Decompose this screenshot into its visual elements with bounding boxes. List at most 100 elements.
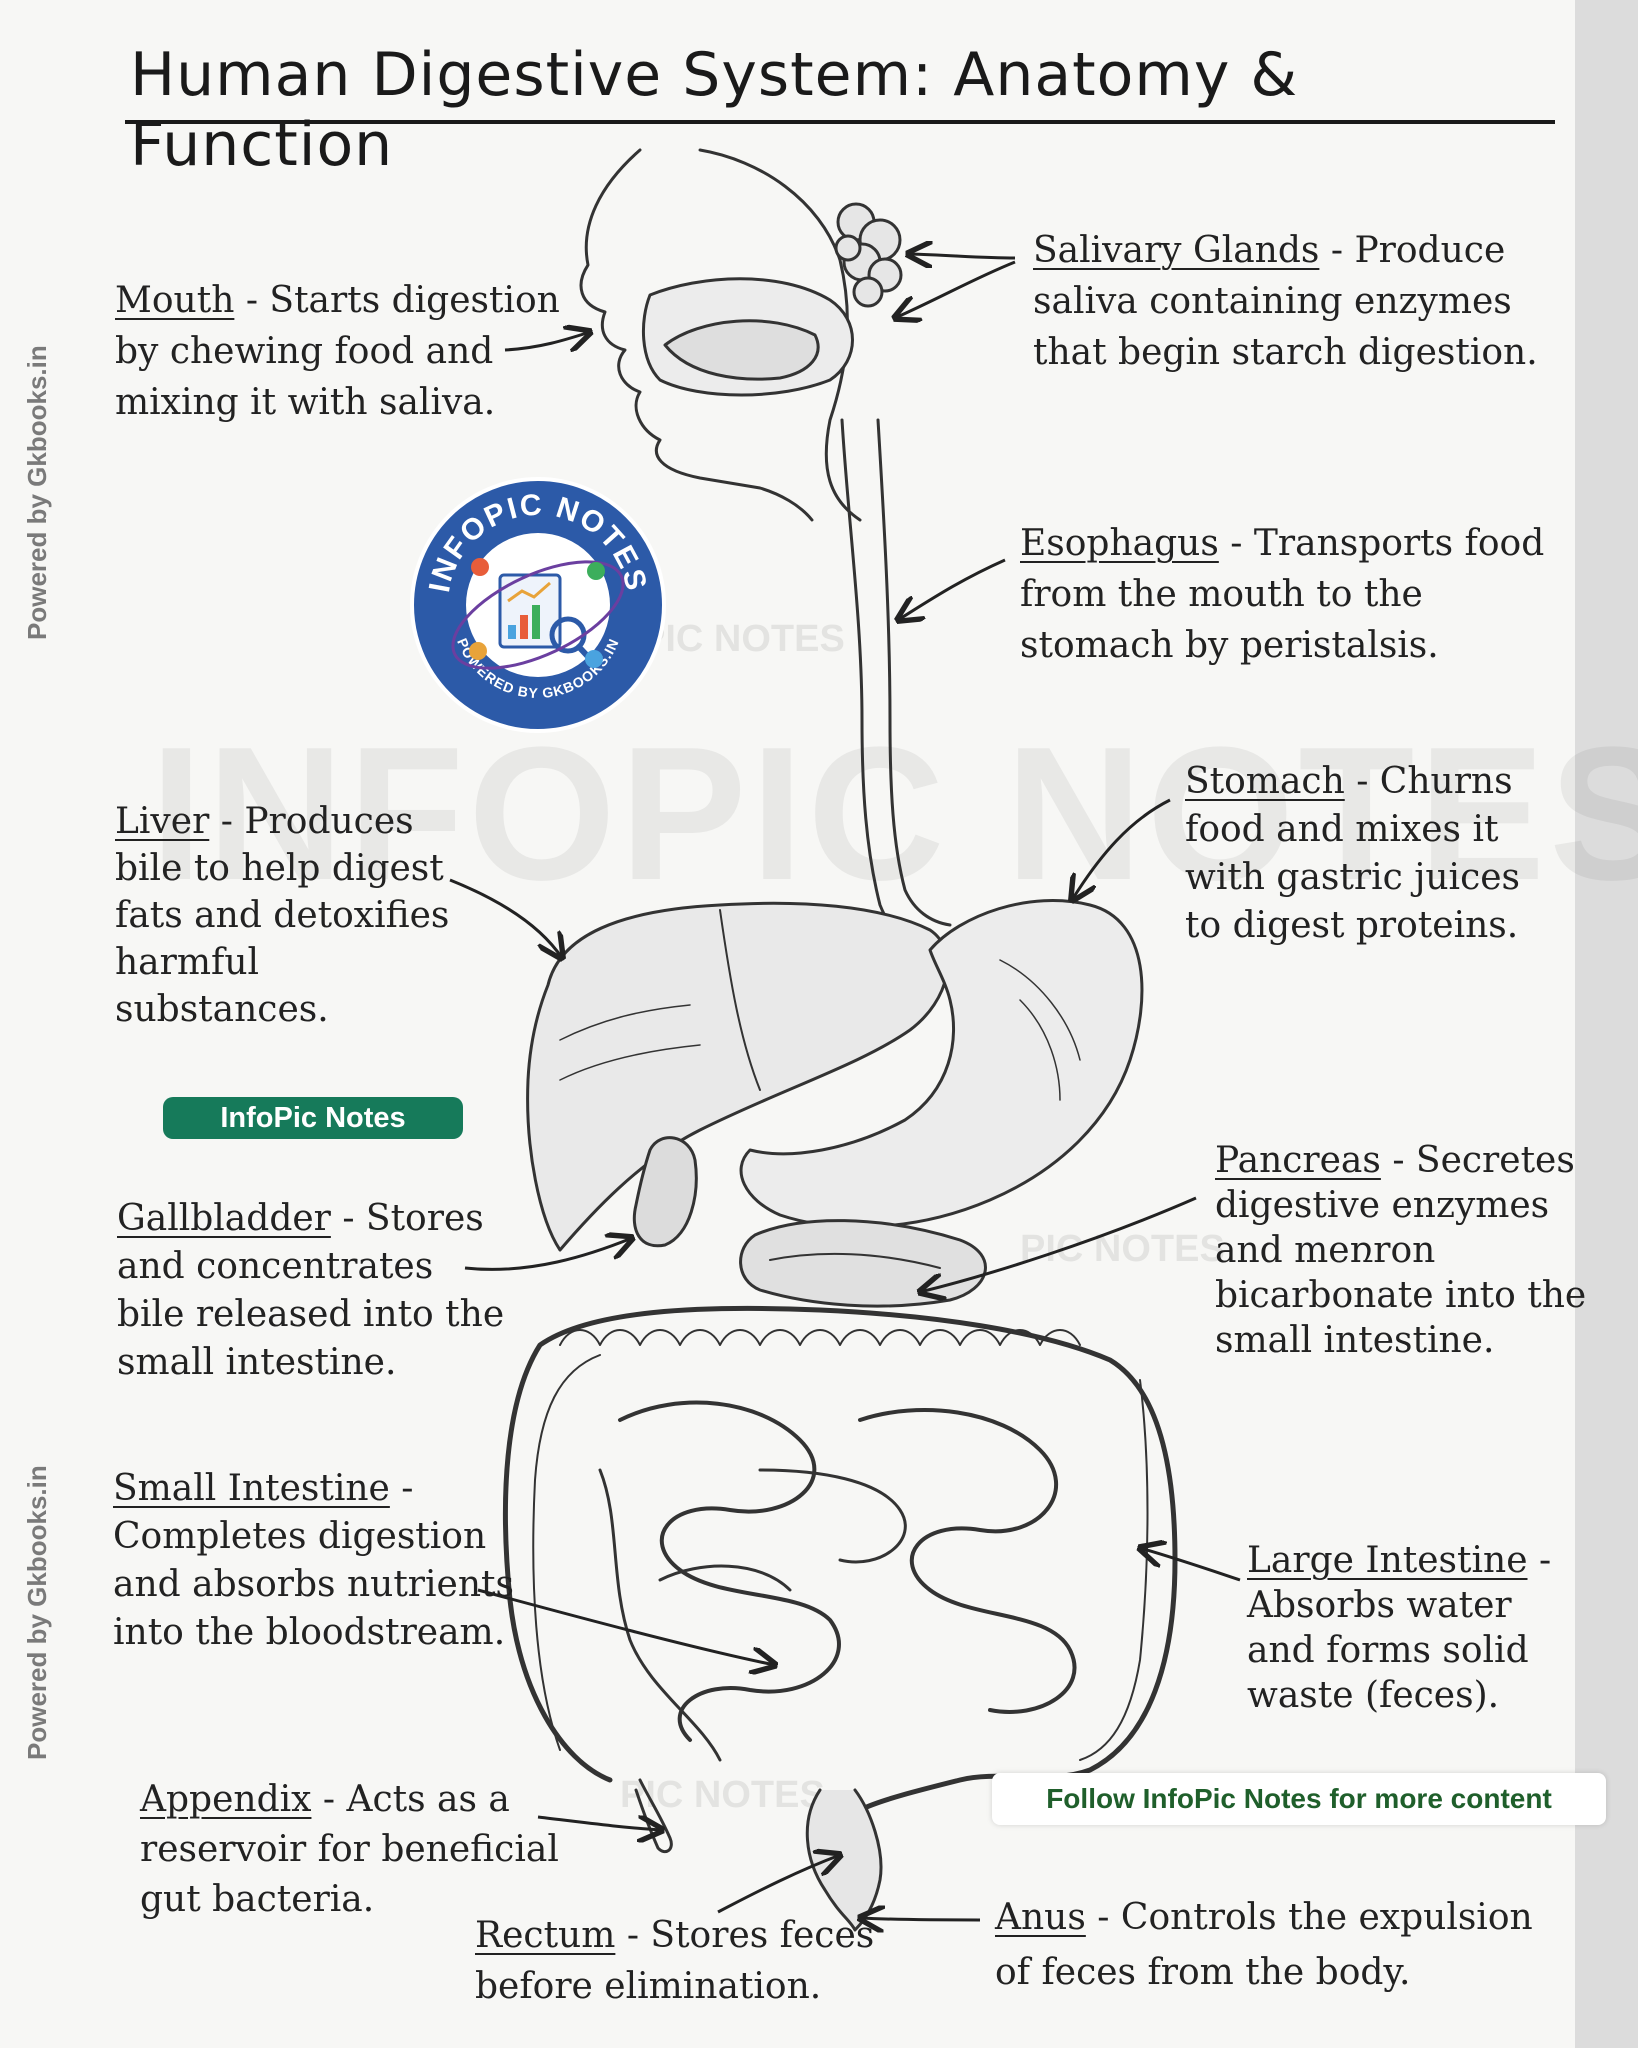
label-gallbladder-line: and concentrates	[117, 1246, 434, 1287]
arrow-rectum	[717, 1855, 840, 1914]
digestive-system-illustration	[449, 148, 1241, 2048]
salivary-gland-shape	[834, 202, 903, 308]
liver-shape	[526, 901, 949, 1252]
label-pancreas-line: bicarbonate into the	[1215, 1275, 1587, 1316]
gallbladder-shape	[632, 1136, 698, 1248]
label-gallbladder-rest: - Stores	[330, 1198, 484, 1239]
label-mouth-name: Mouth	[115, 280, 235, 321]
right-margin-strip	[1575, 0, 1638, 2048]
label-pancreas-line: digestive enzymes	[1215, 1185, 1550, 1226]
label-anus-rest: - Controls the expulsion	[1085, 1897, 1533, 1938]
rectum-shape	[805, 1788, 883, 1932]
label-small-intestine-line: and absorbs nutrients	[113, 1564, 514, 1605]
label-pancreas-line: small intestine.	[1215, 1320, 1495, 1361]
label-stomach-line: food and mixes it	[1185, 809, 1499, 850]
label-pancreas-line: and meռron	[1215, 1230, 1436, 1271]
label-large-intestine: Large Intestine - Absorbs water and form…	[1247, 1538, 1551, 1718]
label-salivary-glands: Salivary Glands - Produce saliva contain…	[1033, 225, 1538, 378]
label-gallbladder-line: small intestine.	[117, 1342, 397, 1383]
label-mouth: Mouth - Starts digestion by chewing food…	[115, 275, 560, 428]
label-stomach-rest: - Churns	[1344, 761, 1513, 802]
label-appendix-line: reservoir for beneficial	[140, 1829, 559, 1870]
label-large-intestine-name: Large Intestine	[1247, 1540, 1528, 1581]
label-appendix-line: gut bacteria.	[140, 1879, 375, 1920]
label-esophagus-rest: - Transports food	[1218, 523, 1545, 564]
label-esophagus: Esophagus - Transports food from the mou…	[1020, 518, 1544, 671]
label-stomach-line: with gastric juices	[1185, 857, 1521, 898]
label-liver-line: bile to help digest	[115, 848, 444, 889]
label-anus-name: Anus	[995, 1897, 1086, 1938]
head-profile	[579, 148, 814, 522]
label-esophagus-line: from the mouth to the	[1020, 574, 1423, 615]
label-small-intestine-line: Completes digestion	[113, 1516, 487, 1557]
label-rectum: Rectum - Stores feces before elimination…	[475, 1910, 874, 2012]
head-back	[698, 148, 862, 522]
label-stomach-line: to digest proteins.	[1185, 905, 1519, 946]
label-large-intestine-line: Absorbs water	[1247, 1585, 1512, 1626]
label-small-intestine-line: into the bloodstream.	[113, 1612, 506, 1653]
arrow-gallbladder	[464, 1238, 632, 1271]
label-salivary-name: Salivary Glands	[1033, 230, 1320, 271]
infopic-notes-badge: InfoPic Notes	[163, 1097, 463, 1139]
label-rectum-rest: - Stores feces	[615, 1915, 875, 1956]
arrow-salivary-2	[895, 260, 1016, 318]
label-liver-line: harmful	[115, 942, 260, 983]
label-pancreas-rest: - Secretes	[1380, 1140, 1575, 1181]
label-pancreas: Pancreas - Secretes digestive enzymes an…	[1215, 1138, 1586, 1363]
label-appendix-rest: - Acts as a	[311, 1779, 510, 1820]
page-title: Human Digestive System: Anatomy & Functi…	[130, 40, 1299, 180]
watermark-small-2: PIC NOTES	[1020, 1228, 1225, 1270]
label-stomach: Stomach - Churns food and mixes it with …	[1185, 758, 1520, 950]
arrow-esophagus	[898, 558, 1006, 620]
label-large-intestine-rest: -	[1527, 1540, 1552, 1581]
arrow-mouth	[504, 332, 590, 350]
arrow-appendix	[537, 1817, 662, 1830]
label-rectum-line: before elimination.	[475, 1966, 822, 2007]
watermark-small-1: PIC NOTES	[640, 618, 845, 660]
arrow-large-intestine	[1140, 1548, 1241, 1582]
label-salivary-line: that begin starch digestion.	[1033, 332, 1538, 373]
label-anus: Anus - Controls the expulsion of feces f…	[995, 1890, 1533, 2000]
label-gallbladder-line: bile released into the	[117, 1294, 505, 1335]
label-stomach-name: Stomach	[1185, 761, 1345, 802]
label-salivary-rest: - Produce	[1319, 230, 1506, 271]
label-liver-line: substances.	[115, 989, 329, 1030]
arrow-anus	[860, 1918, 981, 1920]
arrow-pancreas	[920, 1196, 1197, 1292]
label-liver: Liver - Produces bile to help digest fat…	[115, 798, 449, 1033]
label-mouth-line: by chewing food and	[115, 331, 494, 372]
logo-chart-icon	[498, 573, 597, 666]
infopic-notes-logo: INFOPIC NOTES POWERED BY GKBOOKS.IN	[410, 477, 666, 733]
label-appendix-name: Appendix	[140, 1779, 312, 1820]
label-liver-line: fats and detoxifies	[115, 895, 450, 936]
label-mouth-rest: - Starts digestion	[234, 280, 560, 321]
label-small-intestine-name: Small Intestine	[113, 1468, 390, 1509]
label-appendix: Appendix - Acts as a reservoir for benef…	[140, 1775, 559, 1925]
esophagus-shape	[840, 418, 932, 952]
label-esophagus-name: Esophagus	[1020, 523, 1219, 564]
label-small-intestine: Small Intestine - Completes digestion an…	[113, 1465, 514, 1657]
small-intestine-shape	[598, 1400, 1077, 1762]
label-salivary-line: saliva containing enzymes	[1033, 281, 1512, 322]
label-esophagus-line: stomach by peristalsis.	[1020, 625, 1439, 666]
follow-banner[interactable]: Follow InfoPic Notes for more content	[992, 1773, 1606, 1825]
pancreas-shape	[739, 1219, 987, 1308]
label-gallbladder: Gallbladder - Stores and concentrates bi…	[117, 1195, 504, 1387]
arrow-liver	[449, 878, 562, 958]
label-liver-name: Liver	[115, 801, 210, 842]
label-large-intestine-line: waste (feces).	[1247, 1675, 1500, 1716]
title-underline	[125, 120, 1555, 124]
label-anus-line: of feces from the body.	[995, 1952, 1411, 1993]
arrow-small-intestine	[477, 1588, 775, 1665]
label-rectum-name: Rectum	[475, 1915, 616, 1956]
arrow-stomach	[1072, 798, 1171, 900]
label-pancreas-name: Pancreas	[1215, 1140, 1381, 1181]
label-liver-rest: - Produces	[209, 801, 414, 842]
arrow-salivary-1	[908, 254, 1016, 258]
tongue	[663, 319, 820, 381]
label-mouth-line: mixing it with saliva.	[115, 382, 496, 423]
label-large-intestine-line: and forms solid	[1247, 1630, 1529, 1671]
label-gallbladder-name: Gallbladder	[117, 1198, 331, 1239]
label-small-intestine-rest: -	[389, 1468, 414, 1509]
appendix-shape	[634, 1778, 673, 1854]
